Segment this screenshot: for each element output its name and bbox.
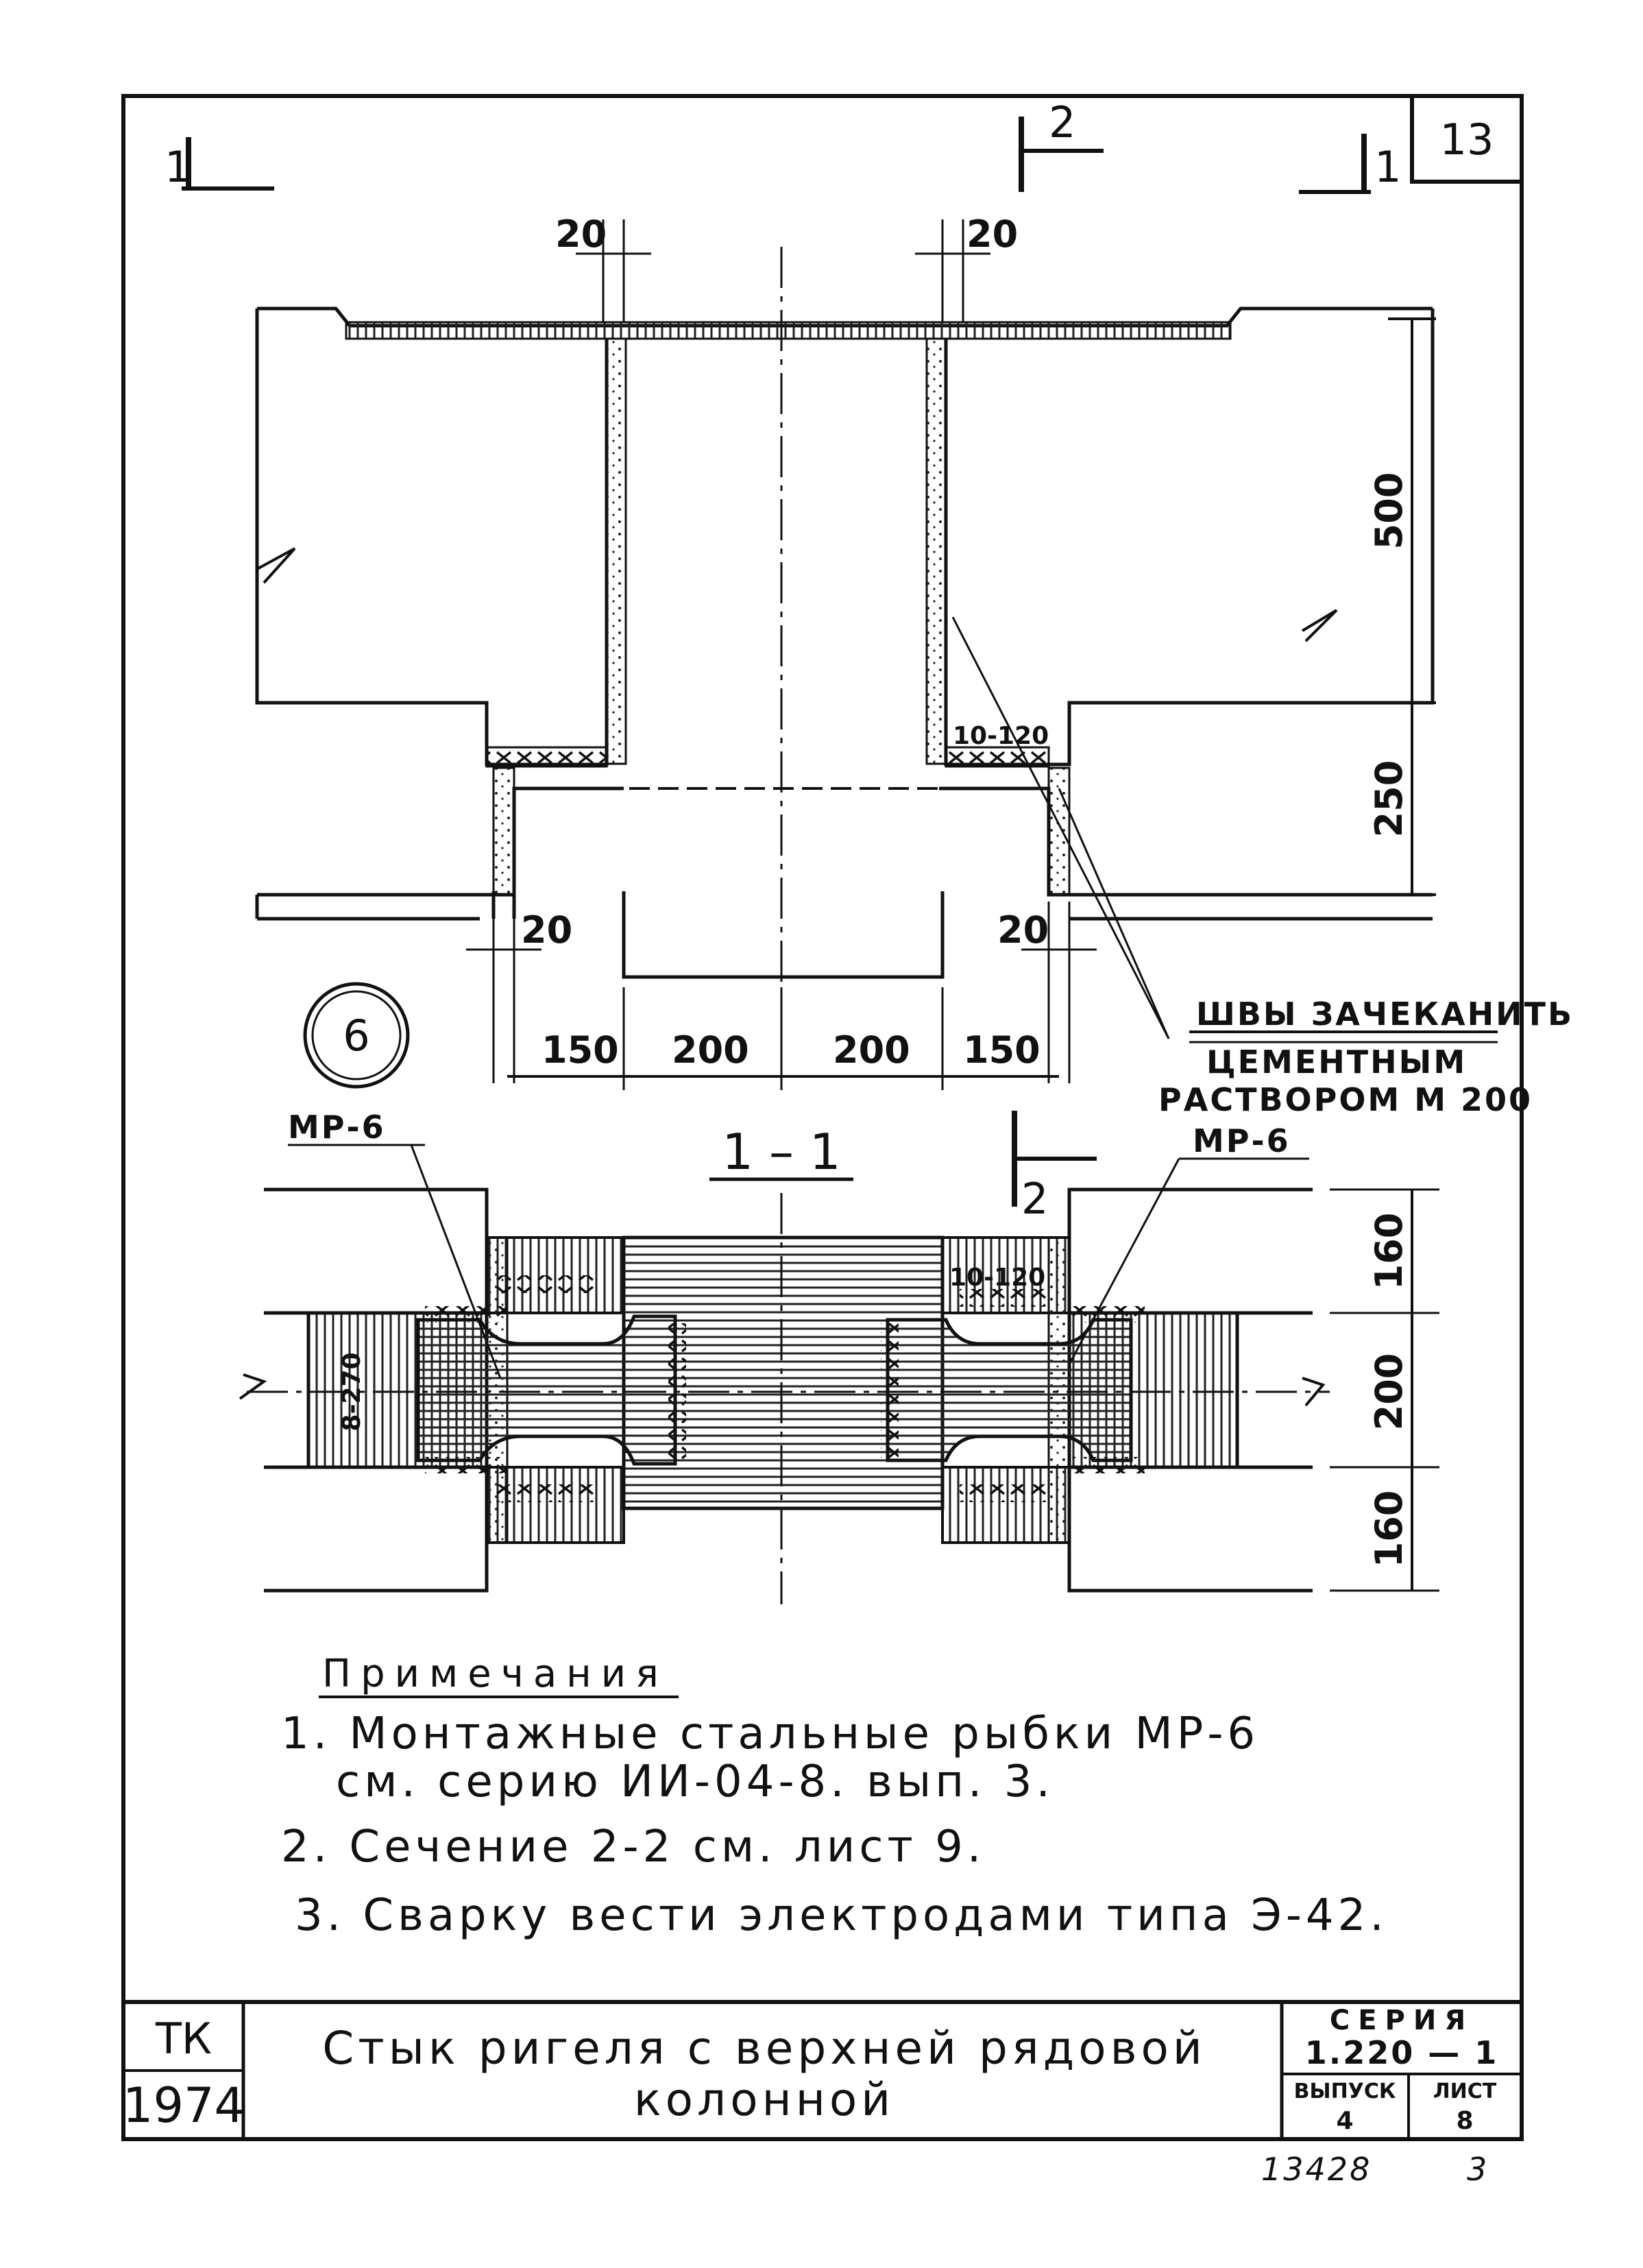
section-mark-1-left: 1 [165,137,274,192]
section-mark-2-top: 2 [1019,97,1104,192]
sheet-frame [121,94,1524,2141]
year-label: 1974 [123,2077,245,2134]
section-labels: МР-6 МР-6 10-120 8-270 [288,1109,1309,1432]
series-value: 1.220 — 1 [1305,2034,1499,2071]
annotation-line-3: РАСТВОРОМ М 200 [1158,1081,1533,1118]
dim-150-left: 150 [541,1028,619,1072]
svg-text:2: 2 [1021,1174,1048,1224]
inventory-number: 13428 [1261,2151,1372,2188]
sheet-number: 13 [1440,114,1494,165]
title-block: ТК 1974 Стык ригеля с верхней рядовой ко… [123,2000,1522,2139]
section-title: 1 – 1 [709,1123,853,1181]
copy-number: 3 [1467,2151,1489,2188]
dim-20-top-left: 20 [555,213,607,256]
note-1: 1. Монтажные стальные рыбки МР-6 [281,1709,1259,1759]
issue-label: ВЫПУСК [1294,2079,1396,2103]
sheet-label: ЛИСТ [1433,2079,1497,2103]
notes-heading: Примечания [322,1652,668,1696]
note-1-cont: см. серию ИИ-04-8. вып. 3. [336,1757,1054,1807]
svg-text:6: 6 [343,1011,369,1061]
sheet-value: 8 [1456,2107,1473,2135]
grout-annotation: ШВЫ ЗАЧЕКАНИТЬ ЦЕМЕНТНЫМ РАСТВОРОМ М 200 [951,616,1574,1118]
dim-20-top-right: 20 [966,213,1018,256]
dim-160-bottom: 160 [1367,1491,1411,1568]
plan-view [255,247,1435,987]
weld-label-plan: 10-120 [953,722,1049,750]
dim-500: 500 [1367,472,1411,550]
svg-text:1 – 1: 1 – 1 [722,1123,840,1181]
svg-text:1: 1 [165,142,191,192]
dim-160-top: 160 [1367,1213,1411,1290]
dim-250: 250 [1367,760,1411,838]
dim-200-left: 200 [672,1028,749,1072]
mp6-right-label: МР-6 [1193,1122,1291,1159]
section-dimensions: 160 200 160 [1330,1188,1439,1592]
section-view [239,1187,1330,1604]
section-mark-1-right: 1 [1299,134,1401,194]
svg-text:1: 1 [1374,142,1401,192]
svg-text:2: 2 [1049,97,1075,147]
dim-200-section: 200 [1367,1353,1411,1431]
notes: Примечания 1. Монтажные стальные рыбки М… [281,1652,1388,1941]
annotation-line-1: ШВЫ ЗАЧЕКАНИТЬ [1196,996,1574,1033]
issue-value: 4 [1336,2107,1353,2135]
note-3: 3. Сварку вести электродами типа Э-42. [295,1890,1388,1941]
drawing-title-1: Стык ригеля с верхней рядовой [322,2022,1206,2075]
drawing-title-2: колонной [634,2073,894,2126]
dim-20-bottom-left: 20 [521,908,572,952]
weld-vertical-label: 8-270 [338,1352,366,1431]
note-2: 2. Сечение 2-2 см. лист 9. [281,1822,985,1872]
mp6-left-label: МР-6 [288,1109,386,1146]
dim-20-bottom-right: 20 [997,908,1049,952]
weld-label-section: 10-120 [949,1264,1045,1292]
annotation-line-2: ЦЕМЕНТНЫМ [1206,1043,1467,1081]
section-mark-2-mid: 2 [1012,1111,1097,1224]
org-label: ТК [155,2014,212,2064]
series-label: СЕРИЯ [1330,2005,1474,2036]
sheet-number-box [1410,94,1524,184]
dim-150-right: 150 [963,1028,1040,1072]
dim-200-right: 200 [833,1028,910,1072]
plan-dimensions: 500 250 20 20 10-120 20 20 150 200 200 1… [466,213,1436,1090]
node-number-marker: 6 [303,982,410,1089]
